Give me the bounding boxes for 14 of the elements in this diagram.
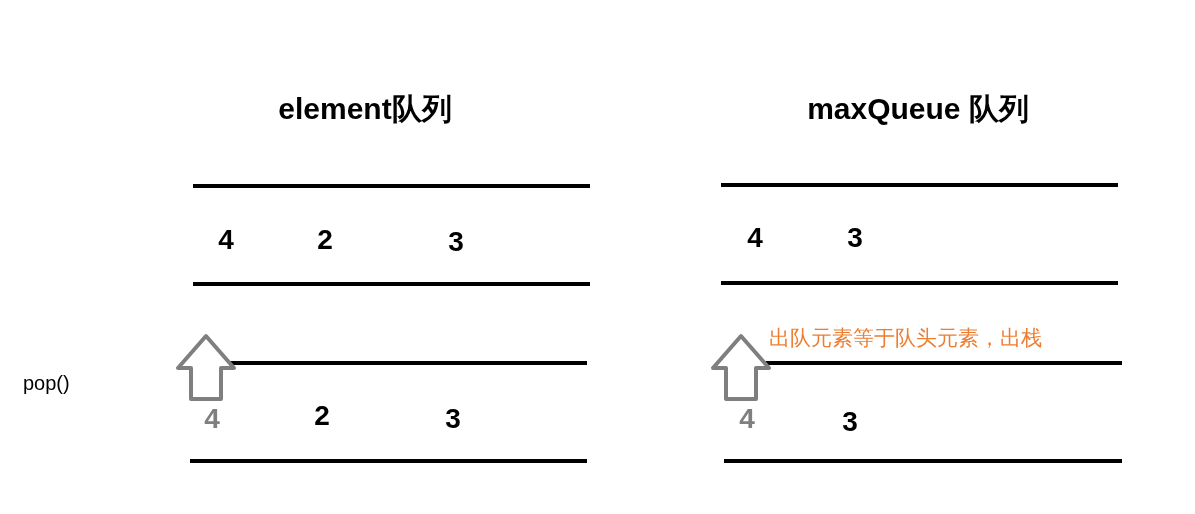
queue-value: 4: [747, 222, 763, 254]
queue-value: 2: [317, 224, 333, 256]
note-text: 出队元素等于队头元素，出栈: [769, 326, 1042, 350]
operation-label: pop(): [23, 372, 70, 394]
queue-value: 2: [314, 400, 330, 432]
queue-value: 3: [847, 222, 863, 254]
queue-value: 3: [842, 406, 858, 438]
heading: element队列: [278, 91, 452, 125]
dequeued-value: 4: [204, 403, 220, 435]
dequeued-value: 4: [739, 403, 755, 435]
queue-value: 3: [448, 226, 464, 258]
heading: maxQueue 队列: [807, 91, 1029, 125]
queue-value: 4: [218, 224, 234, 256]
queue-value: 3: [445, 403, 461, 435]
